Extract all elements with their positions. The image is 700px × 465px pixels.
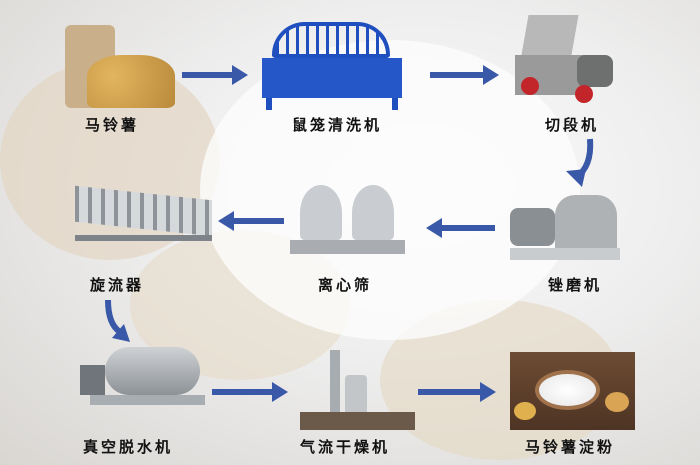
flow-arrow-curved-down <box>566 138 594 187</box>
step-label: 离心筛 <box>318 276 373 294</box>
step-label: 气流干燥机 <box>300 438 391 456</box>
drum-washer-image <box>262 18 402 110</box>
step-label: 真空脱水机 <box>83 438 174 456</box>
flash-dryer-image <box>300 350 415 430</box>
rasp-grinder-image <box>510 190 620 268</box>
step-label: 马铃薯淀粉 <box>525 438 616 456</box>
step-label: 马铃薯 <box>85 116 140 134</box>
flow-arrow-right <box>430 65 499 85</box>
flow-arrow-right <box>418 382 496 402</box>
flow-arrow-right <box>182 65 248 85</box>
cutter-machine-image <box>515 15 615 107</box>
step-label: 切段机 <box>545 116 600 134</box>
flow-arrow-left <box>218 211 284 231</box>
flow-arrow-curved-down <box>105 299 130 342</box>
step-label: 旋流器 <box>90 276 145 294</box>
potato-sack-image <box>65 25 175 108</box>
potato-starch-image <box>510 352 635 430</box>
step-label: 鼠笼清洗机 <box>292 116 383 134</box>
centrifugal-sieve-image <box>290 185 405 260</box>
step-label: 锉磨机 <box>548 276 603 294</box>
flow-arrow-left <box>426 218 495 238</box>
flow-arrow-right <box>212 382 288 402</box>
vacuum-dehydrator-image <box>80 345 205 420</box>
hydrocyclone-image <box>75 185 212 250</box>
